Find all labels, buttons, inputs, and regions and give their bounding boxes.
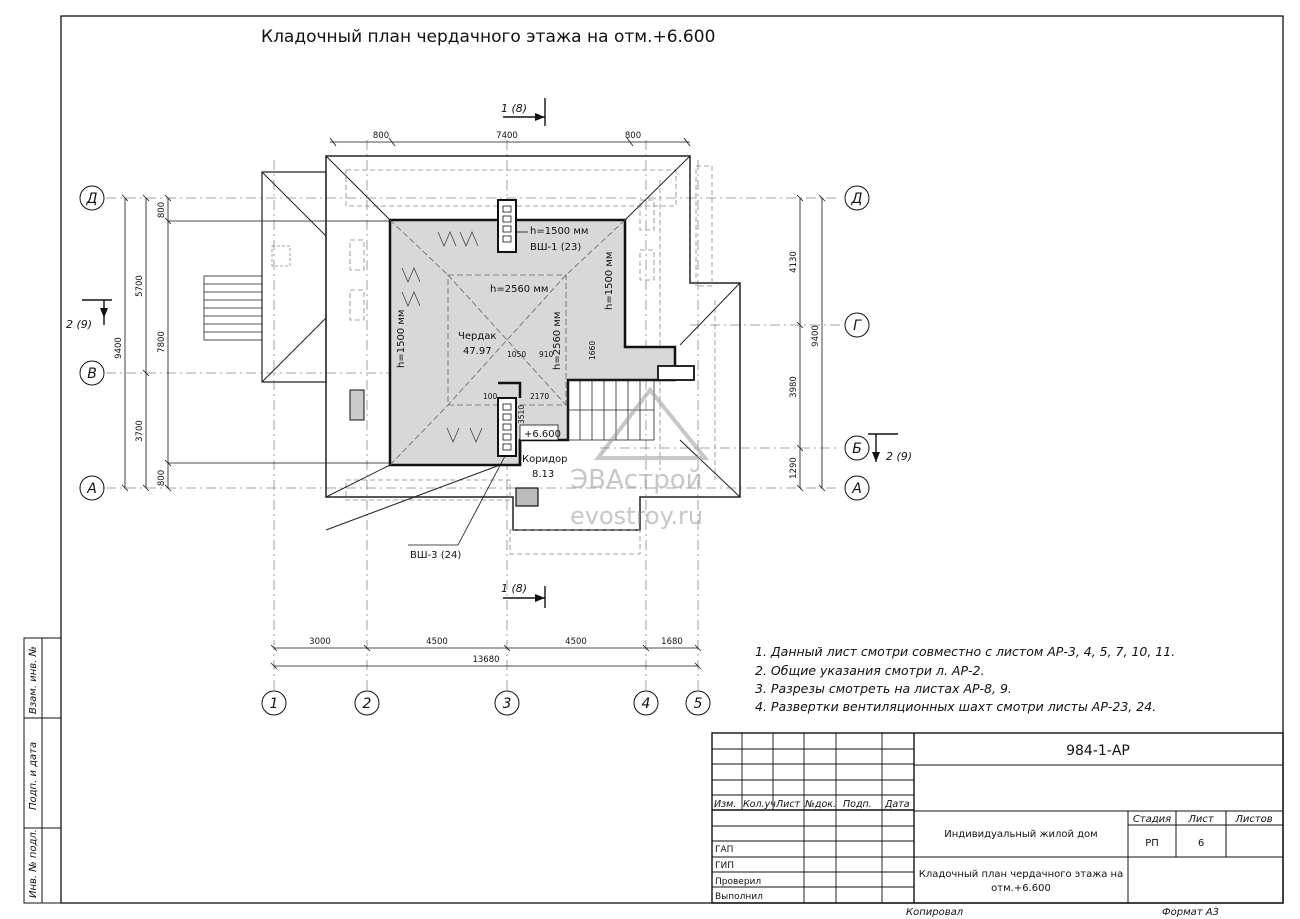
dim-right-4130: 4130 <box>789 251 799 273</box>
section-mark-left: 2 (9) <box>66 318 92 331</box>
dim-bottom-2: 4500 <box>426 637 448 647</box>
tb-copied: Копировал <box>906 907 964 918</box>
note-2: 2. Общие указания смотри л. АР-2. <box>755 663 984 678</box>
side-stamp <box>23 637 62 904</box>
dim-bottom-3: 4500 <box>565 637 587 647</box>
tb-role-checked: Проверил <box>715 877 761 887</box>
axis-label-B-right: Б <box>852 441 862 457</box>
vent-shaft-3 <box>497 397 517 457</box>
level-mark: +6.600 <box>524 429 561 440</box>
tb-stage-value: РП <box>1145 838 1159 849</box>
watermark-logo <box>593 386 710 460</box>
axis-label-D-right: Д <box>851 191 863 207</box>
dim-1660: 1660 <box>588 341 597 360</box>
axis-label-A-right: А <box>851 481 862 497</box>
tb-code: 984-1-АР <box>1066 743 1130 759</box>
dim-left-9400: 9400 <box>114 337 124 359</box>
dim-top-2: 7400 <box>496 131 518 141</box>
dim-1050: 1050 <box>507 350 526 359</box>
axis-label-3: 3 <box>503 696 512 712</box>
dim-total: 13680 <box>472 655 499 665</box>
dim-right-9400: 9400 <box>811 325 821 347</box>
axis-label-D-left: Д <box>86 191 98 207</box>
dim-3510: 3510 <box>517 405 526 424</box>
section-mark-right: 2 (9) <box>886 450 912 463</box>
building-plan <box>203 155 741 555</box>
note-3: 3. Разрезы смотреть на листах АР-8, 9. <box>755 681 1012 696</box>
tb-stage-label: Стадия <box>1133 814 1171 825</box>
axis-label-V-left: В <box>87 366 97 382</box>
tb-header-ndoc: №док. <box>804 799 836 810</box>
label-h-left: h=1500 мм <box>396 310 407 368</box>
axis-label-4: 4 <box>642 696 651 712</box>
dim-left-5700: 5700 <box>135 275 145 297</box>
tb-role-gap: ГАП <box>715 845 733 855</box>
axis-label-5: 5 <box>694 696 703 712</box>
dim-left-3700: 3700 <box>135 420 145 442</box>
axis-label-1: 1 <box>270 696 279 712</box>
section-mark-bottom: 1 (8) <box>501 582 527 595</box>
dim-2170: 2170 <box>530 392 549 401</box>
dimension-lines <box>121 137 826 670</box>
note-1: 1. Данный лист смотри совместно с листом… <box>755 644 1175 659</box>
watermark-brand: ЭВАстрой <box>570 465 703 495</box>
dim-bottom-4: 1680 <box>661 637 683 647</box>
tb-role-done: Выполнил <box>715 892 763 902</box>
axis-bubbles <box>79 185 870 716</box>
dim-bottom-1: 3000 <box>309 637 331 647</box>
sheet-frame <box>60 15 1284 904</box>
tb-sheet-title-2: отм.+6.600 <box>991 883 1051 894</box>
label-h-center-v: h=2560 мм <box>552 312 563 370</box>
tb-role-gip: ГИП <box>715 861 734 871</box>
title-block <box>711 732 1284 904</box>
tb-object: Индивидуальный жилой дом <box>944 829 1097 840</box>
dim-top-1: 800 <box>373 131 389 141</box>
tb-header-kolch: Кол.уч <box>743 799 776 810</box>
tb-header-date: Дата <box>884 799 910 810</box>
tb-sheets-label: Листов <box>1234 814 1272 825</box>
tb-sheet-value: 6 <box>1198 838 1204 849</box>
side-stamp-replace: Взам. инв. № <box>28 646 39 714</box>
room-corridor-area: 8.13 <box>532 469 554 480</box>
dim-right-1290: 1290 <box>789 457 799 479</box>
drawing-title: Кладочный план чердачного этажа на отм.+… <box>261 27 715 47</box>
room-corridor-name: Коридор <box>522 454 567 465</box>
roof-outline <box>325 155 741 531</box>
label-vsh3: ВШ-3 (24) <box>410 550 461 561</box>
tb-format: Формат А3 <box>1162 907 1219 918</box>
axis-label-G-right: Г <box>853 318 862 334</box>
watermark-site: evostroy.ru <box>570 502 703 530</box>
dim-top-3: 800 <box>625 131 641 141</box>
tb-header-list: Лист <box>775 799 801 810</box>
section-mark-top: 1 (8) <box>501 102 527 115</box>
tb-sheet-title-1: Кладочный план чердачного этажа на <box>919 869 1123 880</box>
tb-header-izm: Изм. <box>714 799 736 810</box>
dim-left-800b: 800 <box>157 470 167 486</box>
dim-right-3980: 3980 <box>789 376 799 398</box>
label-vsh1: ВШ-1 (23) <box>530 242 581 253</box>
axis-label-A-left: А <box>86 481 97 497</box>
tb-sheet-label: Лист <box>1187 814 1215 825</box>
tb-header-podp: Подп. <box>843 799 872 810</box>
room-attic-name: Чердак <box>458 331 496 342</box>
label-h-top: h=1500 мм <box>530 226 588 237</box>
dim-left-800a: 800 <box>157 202 167 218</box>
dim-910: 910 <box>539 350 554 359</box>
room-attic-area: 47.97 <box>463 346 492 357</box>
label-h-right: h=1500 мм <box>604 252 615 310</box>
watermark: ЭВАстрой evostroy.ru <box>570 386 710 530</box>
side-stamp-sign: Подп. и дата <box>28 742 39 810</box>
dim-100: 100 <box>483 392 498 401</box>
axis-label-2: 2 <box>363 696 372 712</box>
note-4: 4. Развертки вентиляционных шахт смотри … <box>755 699 1156 714</box>
label-h-center: h=2560 мм <box>490 284 548 295</box>
side-stamp-inv: Инв. № подл. <box>28 829 39 898</box>
dim-left-7800: 7800 <box>157 331 167 353</box>
